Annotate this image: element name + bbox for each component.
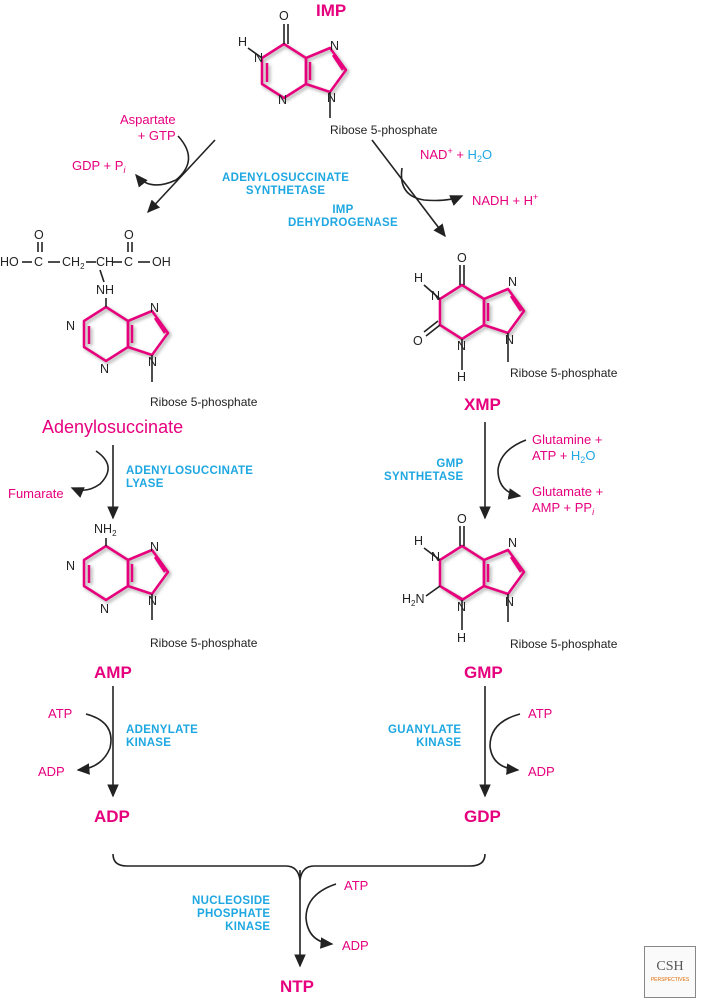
metabolite-aspartate-gtp: Aspartate + GTP bbox=[120, 112, 176, 144]
atom-n: N bbox=[508, 536, 518, 550]
atom-c: C bbox=[124, 255, 134, 269]
compound-ntp: NTP bbox=[280, 977, 314, 996]
compound-imp: IMP bbox=[316, 1, 347, 20]
enzyme-gmp-synthetase: GMP SYNTHETASE bbox=[384, 458, 464, 484]
atom-h: H bbox=[414, 534, 424, 548]
atom-h2n: H2N bbox=[402, 592, 425, 608]
xmp-structure bbox=[438, 283, 526, 341]
amp-structure bbox=[82, 544, 170, 602]
atom-n: N bbox=[327, 91, 337, 105]
xmp-bonds bbox=[423, 265, 509, 370]
atom-n: N bbox=[457, 339, 467, 353]
atom-h: H bbox=[457, 631, 467, 645]
atom-oh: OH bbox=[152, 255, 171, 269]
atom-o: O bbox=[413, 334, 423, 348]
compound-gmp: GMP bbox=[464, 663, 503, 682]
atom-n: N bbox=[148, 594, 158, 608]
metabolite-fumarate: Fumarate bbox=[8, 486, 64, 501]
metabolite-glutamine-atp-h2o: Glutamine + ATP + H2O bbox=[532, 432, 603, 466]
atom-c: C bbox=[34, 255, 44, 269]
metabolite-adp: ADP bbox=[342, 938, 369, 953]
compound-adp: ADP bbox=[94, 807, 130, 826]
compound-amp: AMP bbox=[94, 663, 132, 682]
atom-n: N bbox=[254, 51, 264, 65]
atom-n: N bbox=[505, 333, 515, 347]
atom-o: O bbox=[457, 251, 467, 265]
atom-h: H bbox=[414, 271, 424, 285]
metabolite-nad-h2o: NAD+ + H2O bbox=[420, 146, 493, 164]
atom-n: N bbox=[505, 595, 515, 609]
metabolite-adp: ADP bbox=[38, 764, 65, 779]
atom-n: N bbox=[150, 301, 160, 315]
csh-perspectives-logo: CSH PERSPECTIVES bbox=[644, 946, 696, 998]
atom-h: H bbox=[238, 35, 248, 49]
gmp-bonds bbox=[423, 526, 509, 630]
ribose-label-adenylosuccinate: Ribose 5-phosphate bbox=[150, 395, 258, 409]
atom-n: N bbox=[100, 362, 110, 376]
enzyme-adenylosuccinate-synthetase: ADENYLOSUCCINATE SYNTHETASE bbox=[222, 172, 350, 198]
atom-n: N bbox=[508, 275, 518, 289]
adenylosuccinate-structure bbox=[82, 305, 170, 363]
atom-n: N bbox=[330, 39, 340, 53]
ribose-label-xmp: Ribose 5-phosphate bbox=[510, 366, 618, 380]
enzyme-adenylate-kinase: ADENYLATE KINASE bbox=[126, 724, 199, 750]
adenylosuccinate-bonds bbox=[22, 242, 153, 382]
enzyme-nucleoside-phosphate-kinase: NUCLEOSIDE PHOSPHATE KINASE bbox=[192, 895, 271, 934]
imp-bonds bbox=[247, 24, 331, 118]
reaction-arrows bbox=[70, 135, 527, 968]
atom-n: N bbox=[431, 289, 441, 303]
metabolite-glutamate-amp-ppi: Glutamate + AMP + PPi bbox=[532, 484, 604, 518]
enzyme-adenylosuccinate-lyase: ADENYLOSUCCINATE LYASE bbox=[126, 465, 254, 491]
atom-ch2: CH2 bbox=[62, 255, 85, 271]
compound-xmp: XMP bbox=[464, 395, 501, 414]
enzyme-guanylate-kinase: GUANYLATE KINASE bbox=[388, 724, 462, 750]
atom-o: O bbox=[34, 228, 44, 242]
atom-ch: CH bbox=[96, 255, 115, 269]
compound-gdp: GDP bbox=[464, 807, 501, 826]
atom-n: N bbox=[66, 559, 76, 573]
ribose-label-gmp: Ribose 5-phosphate bbox=[510, 637, 618, 651]
ribose-label-amp: Ribose 5-phosphate bbox=[150, 636, 258, 650]
atom-o: O bbox=[457, 512, 467, 526]
amp-bonds bbox=[105, 538, 153, 620]
atom-nh2: NH2 bbox=[94, 522, 117, 538]
atom-n: N bbox=[100, 602, 110, 616]
atom-h: H bbox=[457, 370, 467, 384]
atom-ho: HO bbox=[0, 255, 19, 269]
atom-o: O bbox=[124, 228, 134, 242]
metabolite-atp: ATP bbox=[528, 706, 553, 721]
atom-n: N bbox=[431, 550, 441, 564]
gmp-structure bbox=[438, 544, 526, 602]
atom-n: N bbox=[457, 600, 467, 614]
metabolite-gdp-pi: GDP + Pi bbox=[72, 158, 126, 175]
atom-n: N bbox=[150, 540, 160, 554]
enzyme-imp-dehydrogenase: IMP DEHYDROGENASE bbox=[288, 204, 398, 230]
ribose-label-imp: Ribose 5-phosphate bbox=[330, 123, 438, 137]
metabolite-atp: ATP bbox=[344, 878, 369, 893]
metabolite-nadh: NADH + H+ bbox=[472, 192, 539, 208]
atom-n: N bbox=[278, 93, 288, 107]
atom-n: N bbox=[66, 319, 76, 333]
compound-adenylosuccinate: Adenylosuccinate bbox=[42, 417, 184, 437]
atom-o: O bbox=[279, 9, 289, 23]
metabolite-adp: ADP bbox=[528, 764, 555, 779]
atom-n: N bbox=[148, 355, 158, 369]
atom-nh: NH bbox=[96, 283, 115, 297]
metabolite-atp: ATP bbox=[48, 706, 73, 721]
